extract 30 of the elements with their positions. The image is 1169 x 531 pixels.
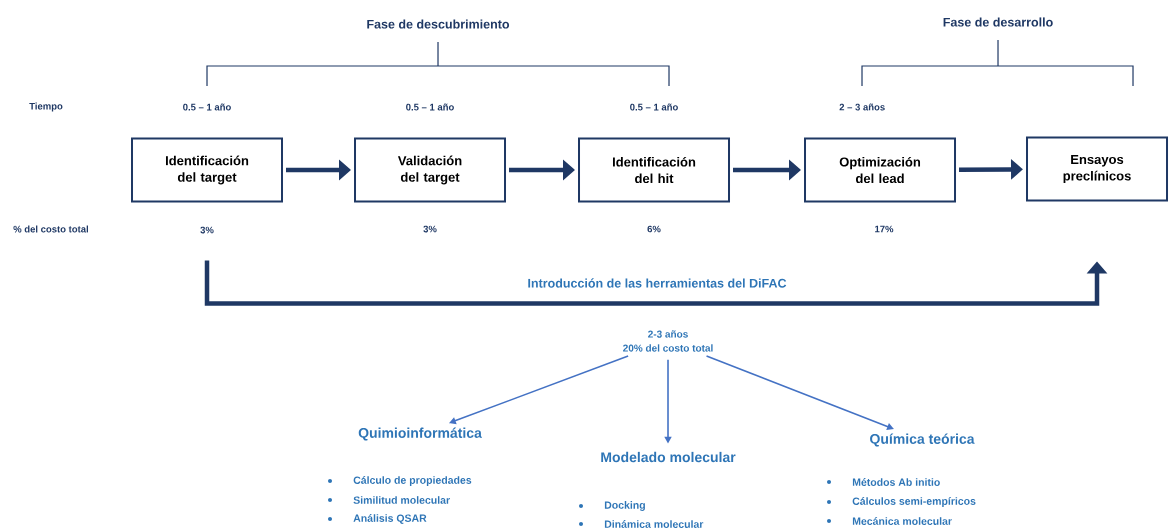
list-item: Análisis QSAR bbox=[353, 514, 427, 524]
category-heading: Quimioinformática bbox=[358, 427, 482, 441]
process-box: Optimización del lead bbox=[804, 137, 956, 203]
process-box: Ensayos preclínicos bbox=[1026, 136, 1168, 202]
process-box: Identificación del target bbox=[131, 137, 283, 203]
list-item: Métodos Ab initio bbox=[852, 478, 940, 486]
axis-label: % del costo total bbox=[13, 225, 88, 233]
phase-title: Fase de descubrimiento bbox=[367, 19, 510, 29]
list-item: Docking bbox=[604, 501, 645, 511]
axis-label: 3% bbox=[200, 226, 214, 234]
list-item: Cálculo de propiedades bbox=[353, 476, 472, 486]
axis-label: 0.5 – 1 año bbox=[183, 103, 231, 111]
axis-label: 6% bbox=[647, 225, 661, 233]
note-text: 2-3 años 20% del costo total bbox=[623, 330, 713, 352]
process-box: Identificación del hit bbox=[578, 137, 730, 203]
axis-label: Tiempo bbox=[29, 102, 63, 112]
category-heading: Modelado molecular bbox=[601, 451, 736, 463]
list-item: Mecánica molecular bbox=[852, 517, 952, 525]
list-item: Similitud molecular bbox=[353, 496, 450, 504]
phase-title: Fase de desarrollo bbox=[943, 17, 1053, 27]
axis-label: 17% bbox=[875, 225, 894, 233]
edge-label: Introducción de las herramientas del DiFAC bbox=[524, 275, 790, 291]
list-item: Dinámica molecular bbox=[604, 520, 704, 528]
list-item: Cálculos semi-empíricos bbox=[852, 497, 976, 507]
axis-label: 0.5 – 1 año bbox=[630, 103, 678, 111]
axis-label: 3% bbox=[423, 225, 437, 233]
process-box: Validación del target bbox=[354, 137, 506, 203]
axis-label: 2 – 3 años bbox=[839, 103, 885, 111]
axis-label: 0.5 – 1 año bbox=[406, 103, 454, 111]
category-heading: Química teórica bbox=[870, 433, 975, 447]
